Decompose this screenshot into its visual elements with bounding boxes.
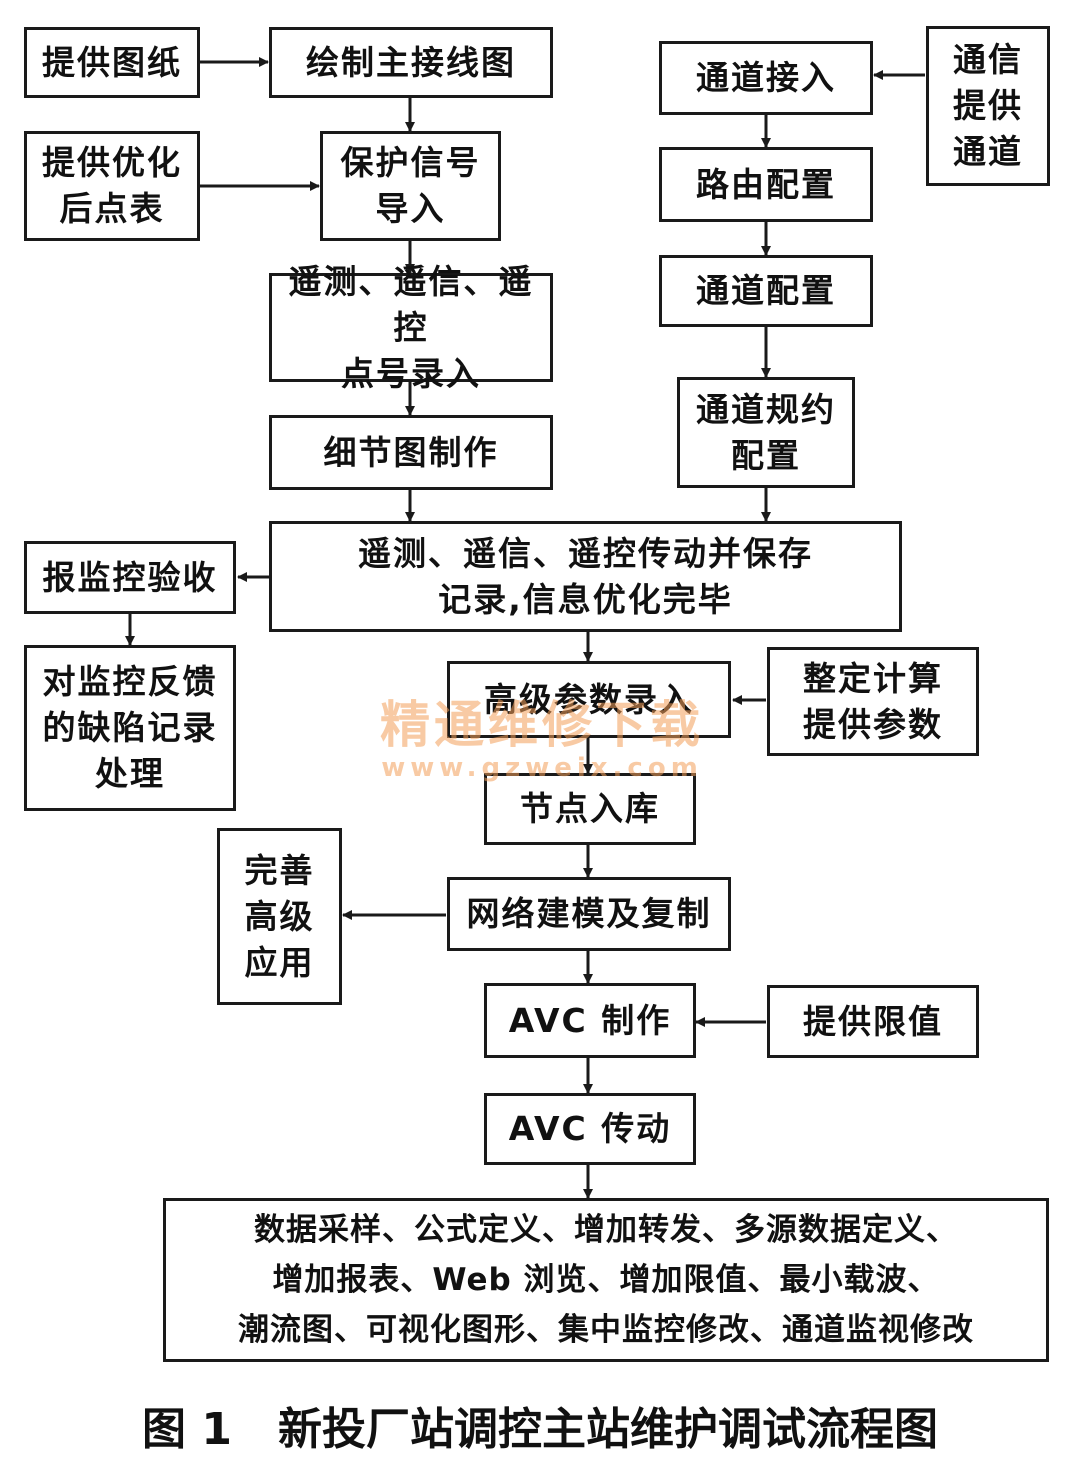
final-tasks-box: 数据采样、公式定义、增加转发、多源数据定义、 增加报表、Web 浏览、增加限值、… [163, 1198, 1049, 1362]
figure-title: 新投厂站调控主站维护调试流程图 [277, 1404, 938, 1455]
comm-provide-channel-box: 通信 提供 通道 [926, 26, 1050, 186]
improve-advanced-app-box: 完善 高级 应用 [217, 828, 342, 1005]
improve-advanced-app-label: 完善 高级 应用 [244, 850, 315, 982]
channel-access-box: 通道接入 [659, 41, 873, 115]
avc-make-box: AVC 制作 [484, 983, 696, 1058]
provide-optimized-points-label: 提供优化 后点表 [42, 143, 182, 228]
network-modeling-box: 网络建模及复制 [447, 877, 731, 951]
setting-calc-params-box: 整定计算 提供参数 [767, 647, 979, 756]
telemetry-points-entry-label: 遥测、遥信、遥控 点号录入 [288, 261, 534, 393]
channel-config-box: 通道配置 [659, 255, 873, 327]
figure-number: 图 1 [142, 1404, 232, 1455]
transmission-test-label: 遥测、遥信、遥控传动并保存 记录,信息优化完毕 [358, 533, 813, 619]
provide-limits-label: 提供限值 [803, 1001, 943, 1041]
comm-provide-channel-label: 通信 提供 通道 [953, 40, 1023, 171]
setting-calc-params-label: 整定计算 提供参数 [803, 658, 943, 744]
draw-main-wiring-label: 绘制主接线图 [306, 42, 516, 82]
node-storage-box: 节点入库 [484, 773, 696, 845]
avc-transmission-box: AVC 传动 [484, 1093, 696, 1165]
defect-handling-label: 对监控反馈 的缺陷记录 处理 [42, 662, 218, 793]
route-config-box: 路由配置 [659, 147, 873, 222]
figure-caption: 图 1 新投厂站调控主站维护调试流程图 [0, 1400, 1080, 1460]
provide-optimized-points-box: 提供优化 后点表 [24, 131, 200, 241]
report-acceptance-label: 报监控验收 [42, 557, 218, 597]
channel-access-label: 通道接入 [696, 58, 836, 97]
protection-signal-import-label: 保护信号 导入 [340, 143, 481, 228]
channel-protocol-config-label: 通道规约 配置 [696, 389, 836, 475]
avc-make-label: AVC 制作 [508, 1000, 672, 1040]
detail-diagram-box: 细节图制作 [269, 415, 553, 490]
avc-transmission-label: AVC 传动 [508, 1109, 672, 1148]
draw-main-wiring-box: 绘制主接线图 [269, 27, 553, 98]
advanced-params-entry-label: 高级参数录入 [484, 679, 694, 719]
detail-diagram-label: 细节图制作 [323, 432, 499, 472]
route-config-label: 路由配置 [696, 164, 836, 204]
protection-signal-import-box: 保护信号 导入 [320, 131, 501, 241]
provide-drawings-label: 提供图纸 [42, 42, 182, 82]
defect-handling-box: 对监控反馈 的缺陷记录 处理 [24, 645, 236, 811]
channel-config-label: 通道配置 [696, 271, 836, 310]
final-tasks-label: 数据采样、公式定义、增加转发、多源数据定义、 增加报表、Web 浏览、增加限值、… [238, 1212, 974, 1348]
telemetry-points-entry-box: 遥测、遥信、遥控 点号录入 [269, 262, 553, 393]
network-modeling-label: 网络建模及复制 [466, 894, 712, 933]
advanced-params-entry-box: 高级参数录入 [447, 661, 731, 738]
provide-drawings-box: 提供图纸 [24, 27, 200, 98]
node-storage-label: 节点入库 [520, 789, 660, 828]
channel-protocol-config-box: 通道规约 配置 [677, 377, 855, 488]
provide-limits-box: 提供限值 [767, 985, 979, 1058]
transmission-test-box: 遥测、遥信、遥控传动并保存 记录,信息优化完毕 [269, 521, 902, 632]
report-acceptance-box: 报监控验收 [24, 541, 236, 614]
